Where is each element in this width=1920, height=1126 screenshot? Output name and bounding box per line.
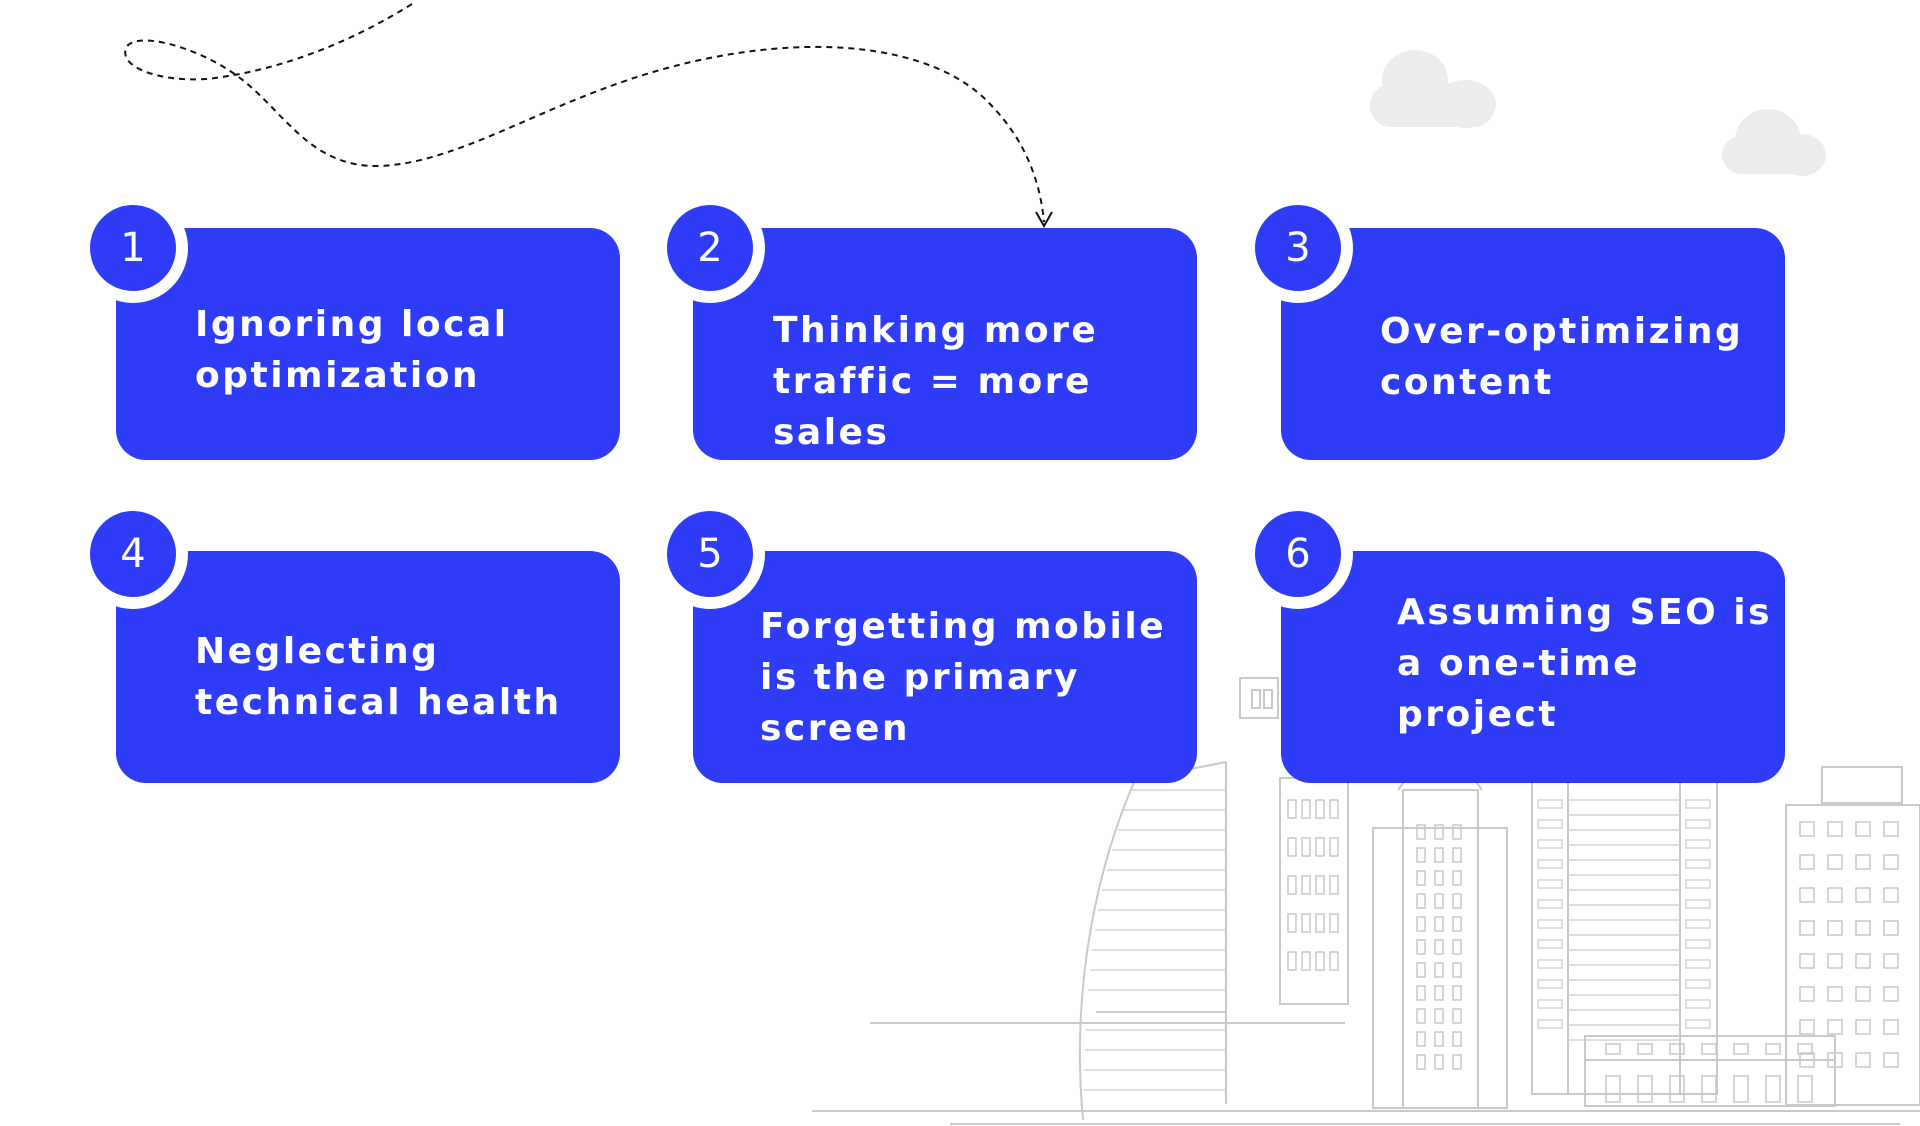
mistake-card-3: Over-optimizing content: [1281, 228, 1785, 460]
mistake-text: Assuming SEO is a one-time project: [1397, 592, 1773, 735]
mistake-text: Neglecting technical health: [195, 631, 562, 723]
step-number-badge: 3: [1243, 193, 1353, 303]
step-number-badge: 5: [655, 499, 765, 609]
mistake-card-2: Thinking more traffic = more sales: [693, 228, 1197, 460]
step-number-badge: 6: [1243, 499, 1353, 609]
mistake-card-6: Assuming SEO is a one-time project: [1281, 551, 1785, 783]
mistake-text: Thinking more traffic = more sales: [773, 310, 1099, 453]
mistake-text: Forgetting mobile is the primary screen: [760, 606, 1167, 749]
mistake-text: Over-optimizing content: [1380, 311, 1744, 403]
cloud-icon: [1370, 50, 1496, 128]
dashed-flight-path: [124, 3, 1045, 223]
step-number-badge: 2: [655, 193, 765, 303]
step-number-badge: 1: [78, 193, 188, 303]
mistake-card-5: Forgetting mobile is the primary screen: [693, 551, 1197, 783]
arrow-head-icon: [1035, 211, 1053, 229]
mistake-card-4: Neglecting technical health: [116, 551, 620, 783]
mistake-text: Ignoring local optimization: [195, 304, 509, 396]
cloud-icon: [1722, 109, 1826, 176]
mistake-card-1: Ignoring local optimization: [116, 228, 620, 460]
step-number-badge: 4: [78, 499, 188, 609]
city-skyline-illustration: [812, 677, 1920, 1125]
